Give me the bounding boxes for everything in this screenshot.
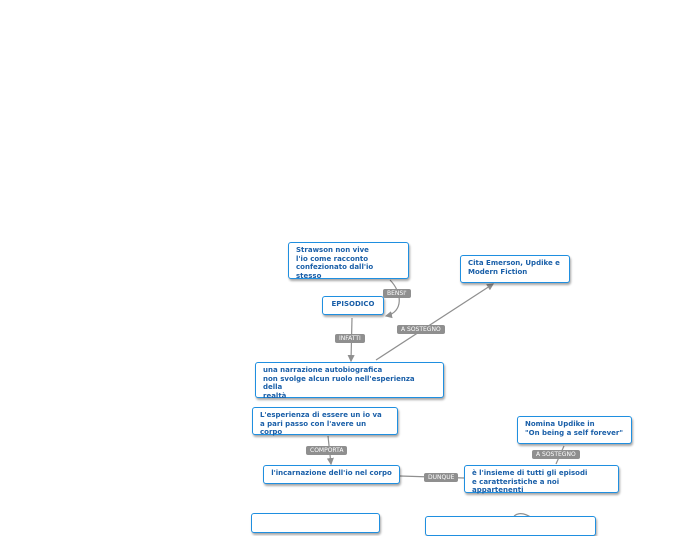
mind-map-canvas: Strawson non vive l'io come racconto con… — [251, 242, 632, 536]
label-dunque: DUNQUE — [424, 473, 459, 482]
node-cita[interactable]: Cita Emerson, Updike e Modern Fiction — [460, 255, 570, 283]
label-bensi: BENSI' — [383, 289, 411, 298]
connector-bensi — [384, 279, 400, 319]
node-esperienza[interactable]: L'esperienza di essere un io va a pari p… — [252, 407, 398, 436]
node-insieme[interactable]: è l'insieme di tutti gli episodi e carat… — [464, 465, 619, 494]
node-episodico[interactable]: EPISODICO — [322, 296, 384, 315]
label-infatti: INFATTI — [335, 334, 365, 343]
label-a-sostegno-2: A SOSTEGNO — [532, 450, 580, 459]
node-strawson[interactable]: Strawson non vive l'io come racconto con… — [288, 242, 409, 280]
node-partial-left[interactable] — [251, 513, 380, 533]
node-incarnazione[interactable]: l'incarnazione dell'io nel corpo — [263, 465, 400, 484]
node-narrazione[interactable]: una narrazione autobiografica non svolge… — [255, 362, 444, 400]
connector-a-sostegno-1 — [375, 283, 495, 361]
node-partial-right[interactable] — [425, 516, 596, 536]
node-nomina[interactable]: Nomina Updike in "On being a self foreve… — [517, 416, 632, 444]
label-comporta: COMPORTA — [306, 446, 348, 455]
label-a-sostegno-1: A SOSTEGNO — [397, 325, 445, 334]
